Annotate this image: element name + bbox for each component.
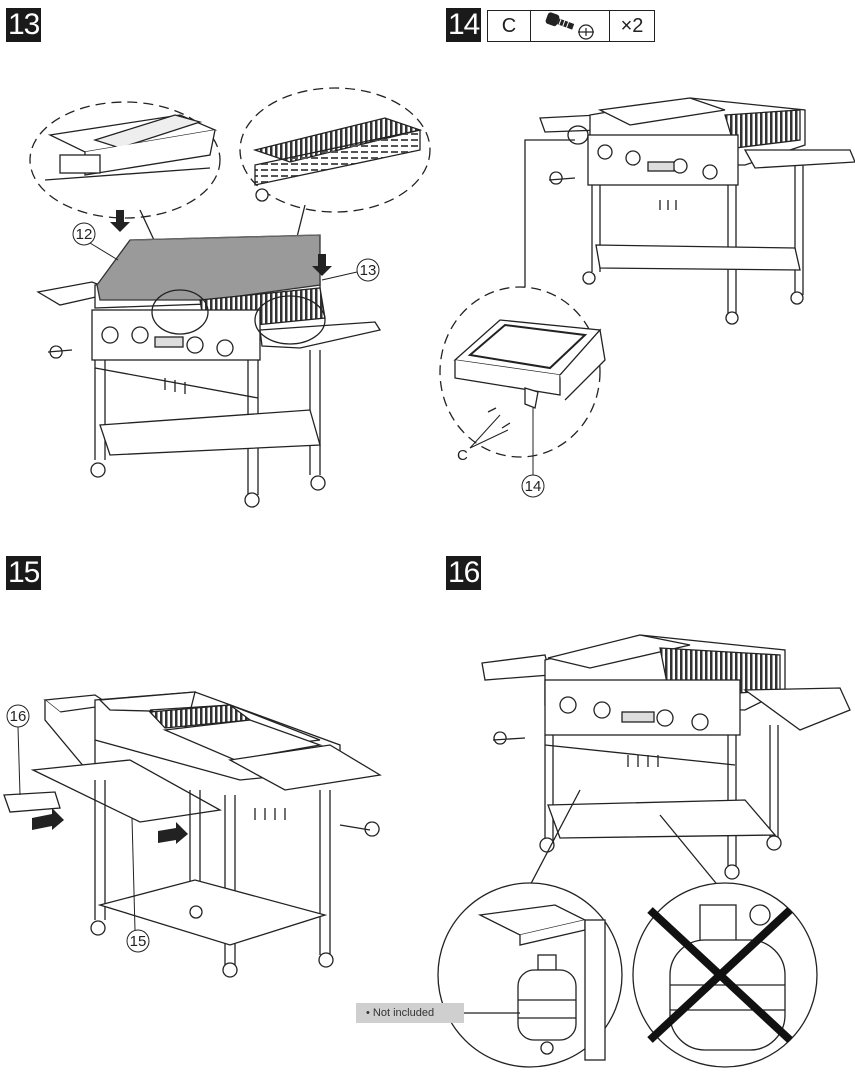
callout-15-label: 15 [130, 933, 147, 950]
not-included-note: • Not included [356, 1003, 464, 1023]
step-13-drawing [30, 88, 430, 507]
callout-14-label: 14 [525, 478, 542, 495]
callout-15 [127, 818, 149, 952]
callout-13-label: 13 [360, 262, 377, 279]
callout-12-label: 12 [76, 226, 93, 243]
step-14-drawing [440, 98, 855, 457]
step-16-drawing [438, 635, 850, 1067]
callout-16-label: 16 [10, 708, 27, 725]
step-15-drawing [4, 692, 380, 977]
callout-C-label: C [457, 447, 468, 464]
